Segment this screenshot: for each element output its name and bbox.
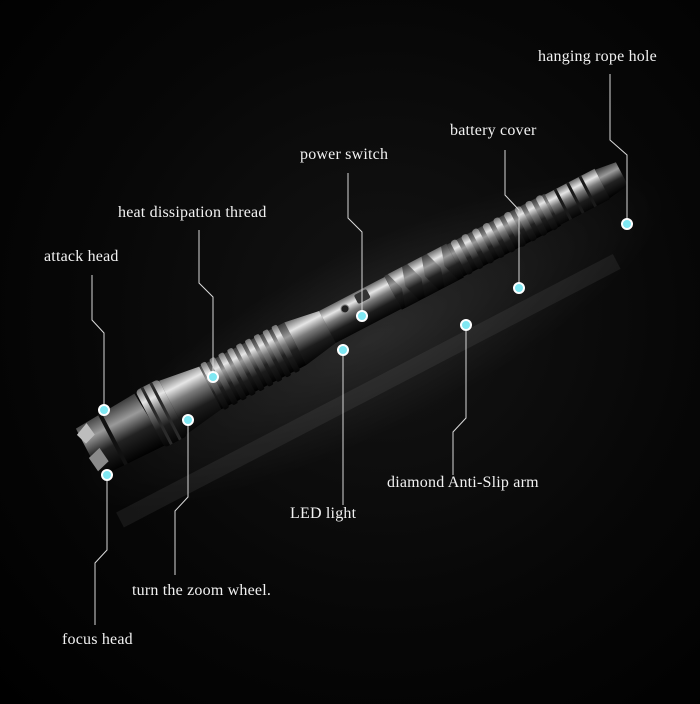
label-turn-zoom-wheel: turn the zoom wheel. [132,582,272,599]
callout-markers [98,218,633,481]
marker-heat-dissipation [207,371,219,383]
leader-battery-cover [504,150,520,288]
marker-zoom-wheel [182,414,194,426]
leader-hanging-rope-hole [609,74,628,224]
marker-battery-cover [513,282,525,294]
marker-focus-head [101,469,113,481]
marker-power-switch [356,310,368,322]
label-heat-dissipation-thread: heat dissipation thread [118,204,267,221]
marker-hanging-rope-hole [621,218,633,230]
leader-heat-dissipation [198,230,214,377]
label-power-switch: power switch [300,146,389,163]
marker-attack-head [98,404,110,416]
label-focus-head: focus head [62,631,133,648]
leader-lines [91,74,628,625]
laser-pointer-body [75,162,628,477]
marker-anti-slip-arm [460,319,472,331]
leader-attack-head [91,275,105,410]
label-led-light: LED light [290,505,357,522]
marker-led-light [337,344,349,356]
leader-zoom-wheel [174,420,189,575]
leader-anti-slip-arm [452,325,467,475]
leader-focus-head [94,475,108,625]
leader-power-switch [347,173,363,316]
label-battery-cover: battery cover [450,122,537,139]
label-hanging-rope-hole: hanging rope hole [538,48,657,65]
label-diamond-anti-slip-arm: diamond Anti-Slip arm [387,474,539,491]
label-attack-head: attack head [44,248,119,265]
